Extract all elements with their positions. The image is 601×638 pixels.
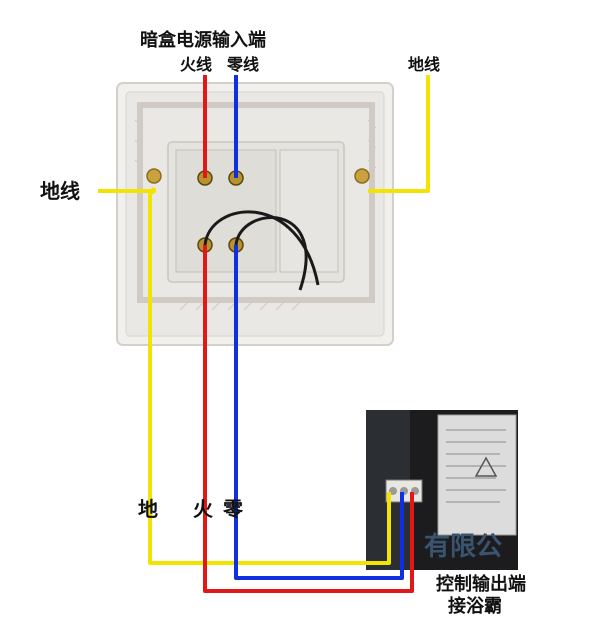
connect-heater-label: 接浴霸	[448, 595, 502, 617]
live-wire-label: 火线	[180, 55, 212, 74]
live-wire	[203, 75, 414, 593]
screw-right-icon	[354, 168, 370, 184]
screw-left-icon	[146, 168, 162, 184]
earth-wire	[98, 75, 430, 565]
bottom-earth-label: 地	[138, 497, 158, 521]
bottom-neutral-label: 零	[222, 497, 244, 521]
earth-wire-left-label: 地线	[40, 179, 80, 203]
bottom-live-label: 火	[193, 497, 214, 521]
neutral-wire	[234, 75, 404, 580]
switch-panel-icon	[116, 82, 394, 346]
control-output-label: 控制输出端	[436, 573, 526, 595]
module-watermark: 有限公	[424, 532, 502, 562]
junction-box-input-label: 暗盒电源输入端	[140, 29, 266, 51]
neutral-wire-label: 零线	[226, 55, 259, 74]
earth-wire-right-label: 地线	[408, 55, 440, 74]
